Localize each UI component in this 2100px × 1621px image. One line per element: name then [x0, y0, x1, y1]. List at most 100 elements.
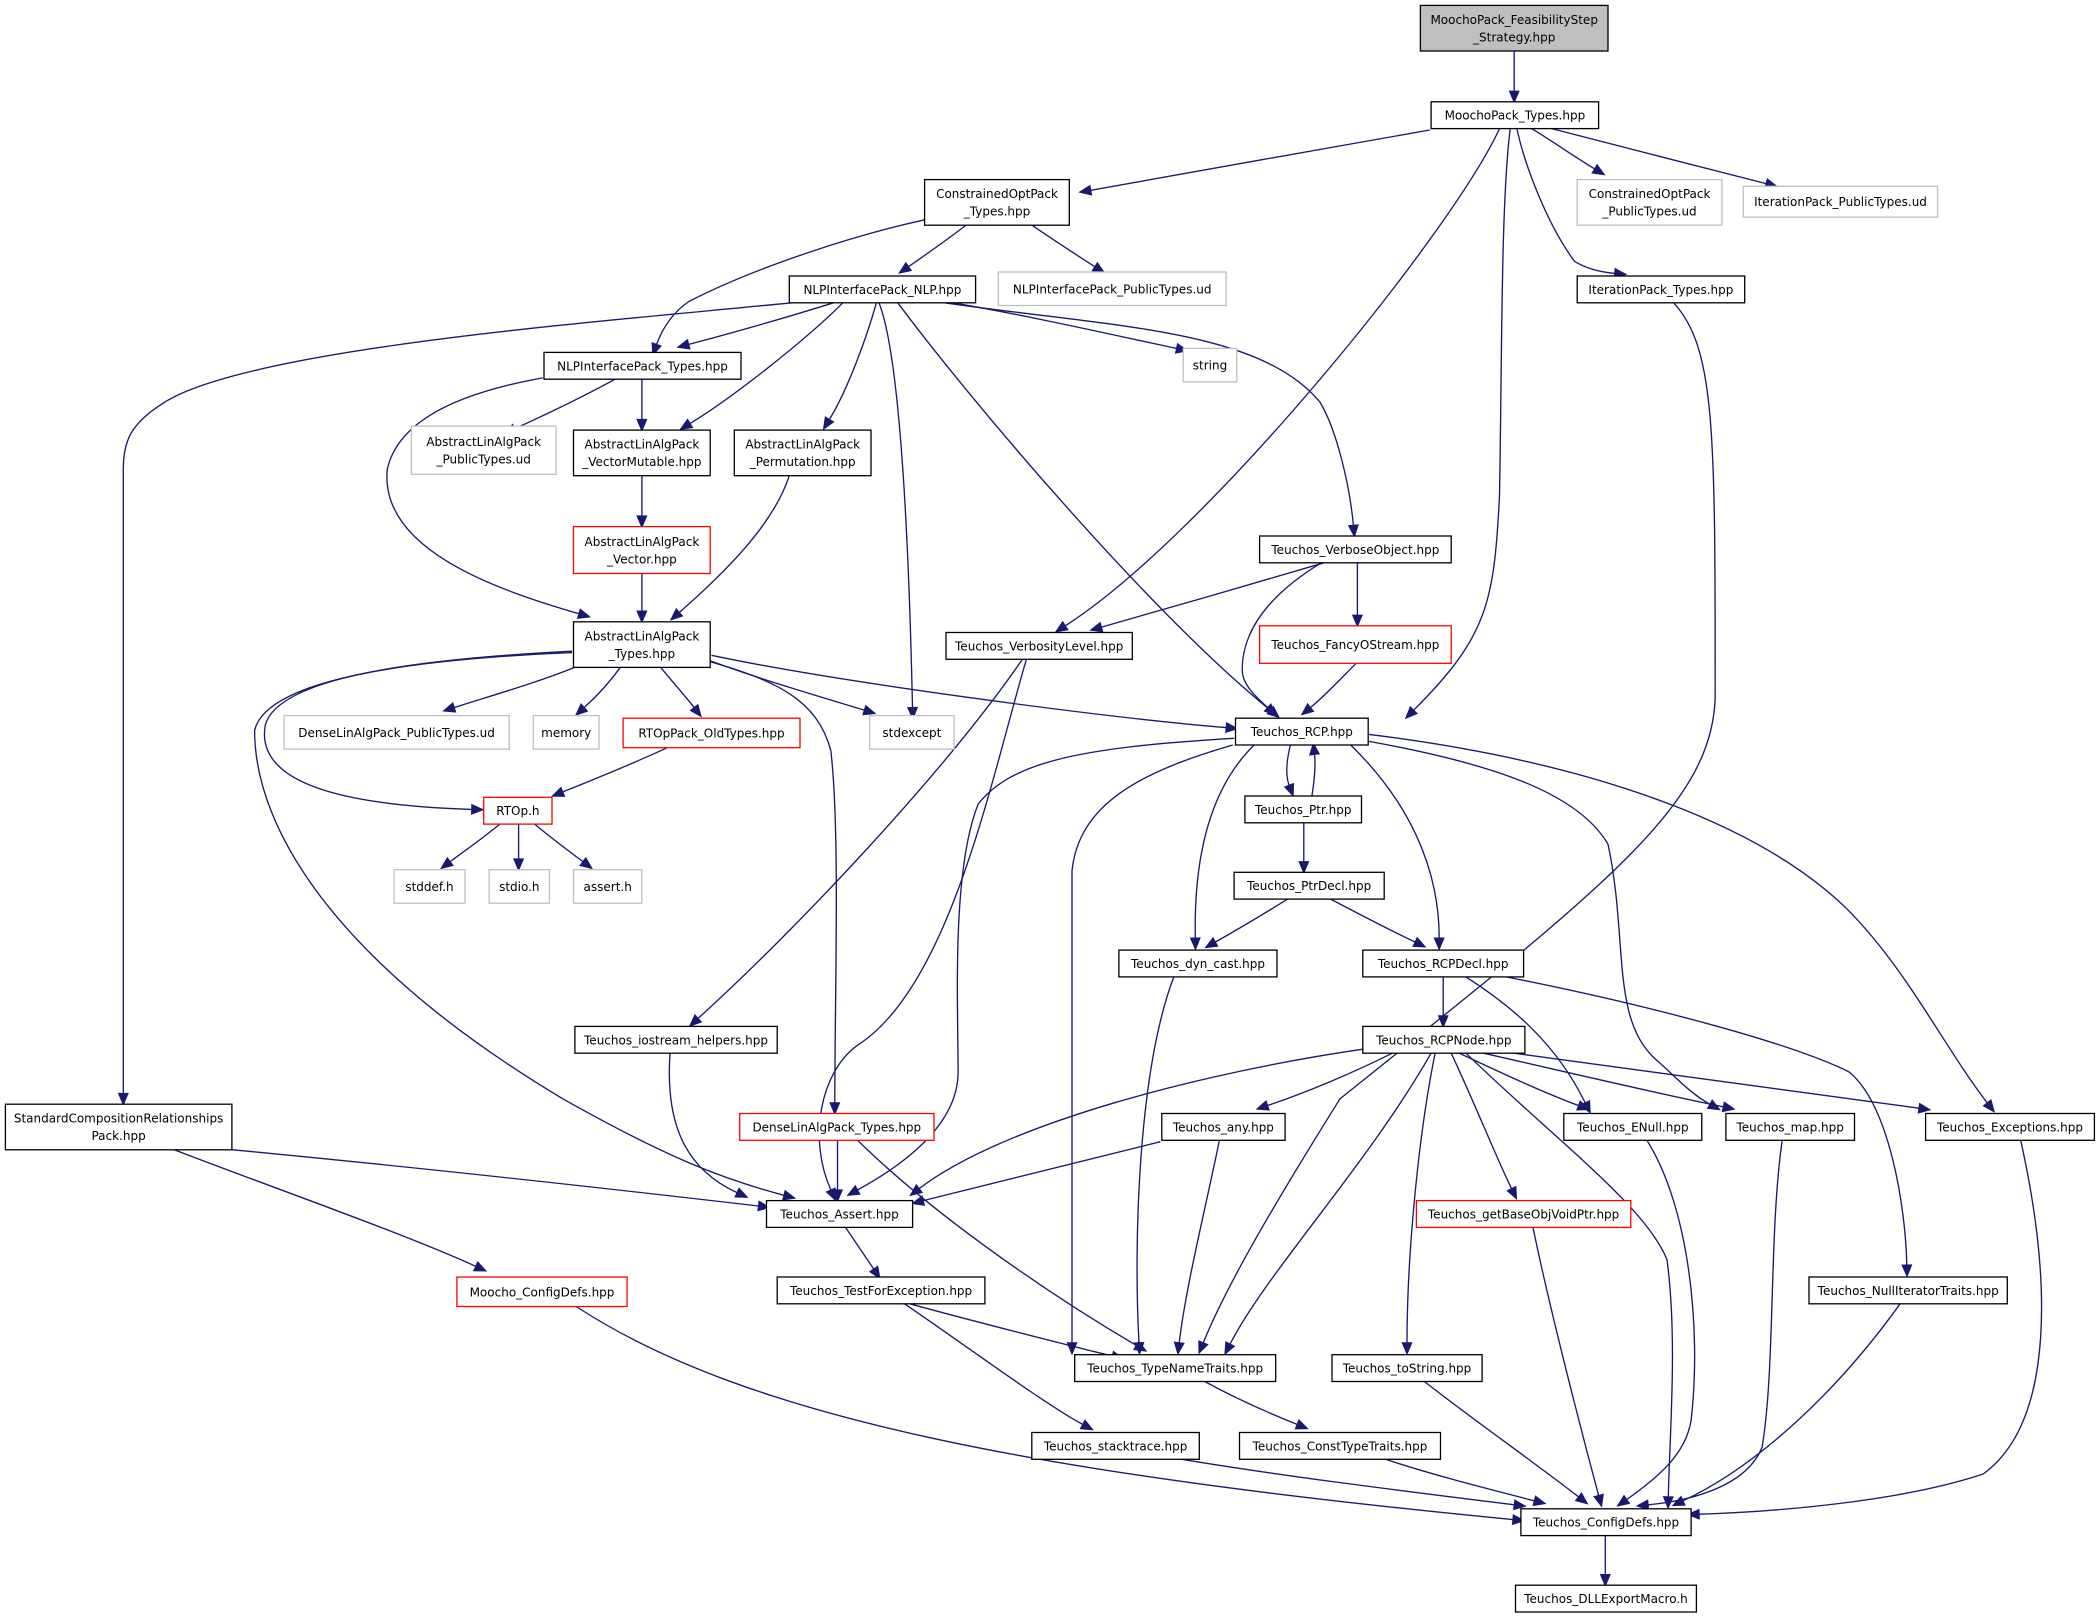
edge-line — [1413, 128, 1511, 711]
node-box — [869, 714, 955, 750]
node-ala_vec[interactable]: AbstractLinAlgPack_Vector.hpp — [572, 525, 711, 575]
node-itertypes[interactable]: IterationPack_Types.hpp — [1576, 275, 1746, 304]
node-enull[interactable]: Teuchos_ENull.hpp — [1563, 1112, 1703, 1141]
edge-line — [857, 1139, 1137, 1346]
edge-rcpnode-to-map — [1483, 1052, 1736, 1113]
node-nlp_ud[interactable]: NLPInterfacePack_PublicTypes.ud — [997, 271, 1227, 307]
nodes-layer: MoochoPack_FeasibilityStep_Strategy.hppM… — [4, 4, 2096, 1613]
node-map[interactable]: Teuchos_map.hpp — [1725, 1112, 1856, 1141]
node-consttype[interactable]: Teuchos_ConstTypeTraits.hpp — [1238, 1431, 1442, 1460]
edge-testfor-to-typename — [909, 1303, 1125, 1362]
node-exceptions[interactable]: Teuchos_Exceptions.hpp — [1924, 1112, 2096, 1141]
edge-line — [668, 1053, 738, 1194]
node-iter_ud[interactable]: IterationPack_PublicTypes.ud — [1742, 185, 1939, 218]
node-dla_types[interactable]: DenseLinAlgPack_Types.hpp — [739, 1112, 935, 1141]
node-asserth[interactable]: assert.h — [572, 869, 643, 904]
node-fancy[interactable]: Teuchos_FancyOStream.hpp — [1258, 625, 1452, 664]
node-feas[interactable]: MoochoPack_FeasibilityStep_Strategy.hpp — [1419, 4, 1609, 52]
node-mconfig[interactable]: Moocho_ConfigDefs.hpp — [456, 1276, 628, 1308]
edge-line — [122, 302, 792, 1094]
node-box — [543, 351, 742, 380]
node-box — [456, 1276, 628, 1308]
node-mtypes[interactable]: MoochoPack_Types.hpp — [1430, 101, 1600, 130]
node-stacktrace[interactable]: Teuchos_stacktrace.hpp — [1031, 1431, 1200, 1460]
node-ala_perm[interactable]: AbstractLinAlgPack_Permutation.hpp — [733, 429, 872, 477]
arrowhead — [1412, 936, 1427, 948]
arrowhead — [1635, 1499, 1650, 1511]
edge-line — [1178, 1140, 1221, 1343]
edge-itertypes-to-typename — [1198, 302, 1716, 1355]
node-dla_ud[interactable]: DenseLinAlgPack_PublicTypes.ud — [283, 714, 510, 750]
node-box — [1258, 535, 1452, 564]
node-box — [739, 1112, 935, 1141]
node-rcpnode[interactable]: Teuchos_RCPNode.hpp — [1362, 1025, 1526, 1054]
node-typename[interactable]: Teuchos_TypeNameTraits.hpp — [1074, 1354, 1277, 1383]
node-assert[interactable]: Teuchos_Assert.hpp — [765, 1199, 914, 1229]
node-box — [483, 796, 553, 825]
edge-rcp-to-dyncast — [1189, 744, 1255, 951]
node-dll[interactable]: Teuchos_DLLExportMacro.h — [1514, 1584, 1698, 1613]
arrowhead — [1401, 1342, 1413, 1356]
edge-rcp-to-exceptions — [1368, 733, 1995, 1113]
edge-line — [655, 219, 925, 345]
arrowhead — [442, 702, 457, 713]
edge-rcpdecl-to-nulliter — [1506, 976, 1913, 1278]
node-dyncast[interactable]: Teuchos_dyn_cast.hpp — [1118, 949, 1278, 978]
edge-rcpnode-to-enull — [1459, 1052, 1591, 1111]
node-rtoph[interactable]: RTOp.h — [483, 796, 553, 825]
edge-line — [1551, 127, 1767, 185]
node-stdexcept[interactable]: stdexcept — [869, 714, 955, 750]
node-tostring[interactable]: Teuchos_toString.hpp — [1331, 1354, 1483, 1383]
edge-scr-to-assert — [231, 1149, 772, 1212]
node-string[interactable]: string — [1182, 347, 1238, 383]
edge-any-to-typename — [1173, 1140, 1221, 1356]
arrowhead — [1532, 1495, 1547, 1507]
node-nlp[interactable]: NLPInterfacePack_NLP.hpp — [788, 275, 977, 304]
node-nlptypes[interactable]: NLPInterfacePack_Types.hpp — [543, 351, 742, 380]
edge-getbase-to-tconfig — [1532, 1227, 1604, 1508]
edge-ala_types-to-dla_types — [706, 659, 841, 1116]
edge-exceptions-to-tconfig — [1686, 1140, 2043, 1520]
edge-nlp-to-nlptypes — [676, 302, 834, 350]
edge-line — [923, 1141, 1161, 1202]
node-tconfig[interactable]: Teuchos_ConfigDefs.hpp — [1520, 1508, 1692, 1537]
node-label: Teuchos_FancyOStream.hpp — [1270, 638, 1439, 652]
edge-line — [1406, 1053, 1436, 1343]
node-getbase[interactable]: Teuchos_getBaseObjVoidPtr.hpp — [1415, 1199, 1632, 1229]
node-label: Teuchos_VerboseObject.hpp — [1270, 543, 1439, 557]
node-ptr[interactable]: Teuchos_Ptr.hpp — [1244, 795, 1363, 824]
node-rcpdecl[interactable]: Teuchos_RCPDecl.hpp — [1362, 949, 1525, 978]
node-box — [1362, 949, 1525, 978]
node-ptrdecl[interactable]: Teuchos_PtrDecl.hpp — [1233, 871, 1385, 900]
edge-line — [689, 302, 844, 424]
node-ala_ud[interactable]: AbstractLinAlgPack_PublicTypes.ud — [410, 425, 557, 475]
node-rtop_old[interactable]: RTOpPack_OldTypes.hpp — [622, 717, 801, 749]
node-label: NLPInterfacePack_Types.hpp — [557, 359, 728, 373]
node-ala_types[interactable]: AbstractLinAlgPack_Types.hpp — [572, 621, 711, 669]
node-ala_vm[interactable]: AbstractLinAlgPack_VectorMutable.hpp — [572, 429, 711, 477]
node-nulliter[interactable]: Teuchos_NullIteratorTraits.hpp — [1808, 1276, 2008, 1305]
edge-rcp-to-rcpdecl — [1350, 744, 1445, 951]
arrowhead — [782, 1189, 797, 1201]
node-memory[interactable]: memory — [532, 714, 600, 750]
node-testfor[interactable]: Teuchos_TestForException.hpp — [776, 1276, 986, 1305]
node-stddef[interactable]: stddef.h — [393, 869, 466, 904]
edge-nlp-to-stdexcept — [878, 302, 919, 721]
node-copt_ud[interactable]: ConstrainedOptPack_PublicTypes.ud — [1576, 178, 1723, 226]
node-stdio[interactable]: stdio.h — [488, 869, 551, 904]
node-verbobj[interactable]: Teuchos_VerboseObject.hpp — [1258, 535, 1452, 564]
arrowhead — [906, 706, 919, 721]
edge-line — [1267, 1052, 1393, 1107]
node-verblvl[interactable]: Teuchos_VerbosityLevel.hpp — [945, 631, 1133, 660]
node-iohelp[interactable]: Teuchos_iostream_helpers.hpp — [574, 1025, 778, 1054]
node-box — [1074, 1354, 1277, 1383]
node-box — [997, 271, 1227, 307]
node-label: Teuchos_ConstTypeTraits.hpp — [1252, 1439, 1428, 1453]
node-label: MoochoPack_Types.hpp — [1445, 109, 1586, 123]
edge-ptrdecl-to-rcpdecl — [1330, 898, 1427, 948]
node-any[interactable]: Teuchos_any.hpp — [1161, 1112, 1286, 1141]
node-rcp[interactable]: Teuchos_RCP.hpp — [1234, 717, 1369, 746]
node-box — [1514, 1584, 1698, 1613]
node-copt[interactable]: ConstrainedOptPack_Types.hpp — [923, 178, 1070, 226]
